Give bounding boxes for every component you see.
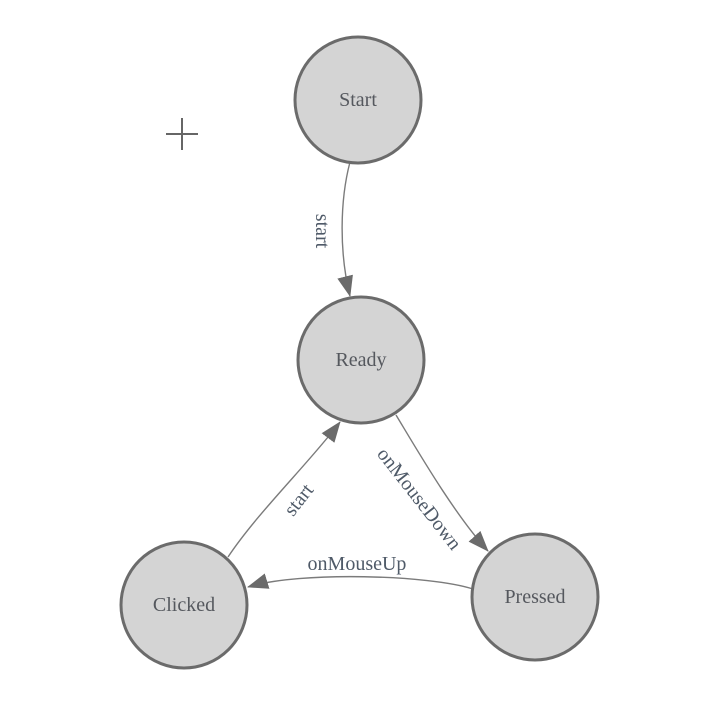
state-label-start: Start <box>339 89 377 111</box>
state-label-clicked: Clicked <box>153 594 215 616</box>
transition-edge-ready-to-pressed[interactable] <box>395 414 489 552</box>
state-circle-start[interactable] <box>293 35 423 165</box>
state-label-pressed: Pressed <box>504 586 565 608</box>
state-node-pressed[interactable]: Pressed <box>470 532 600 662</box>
transition-label-start-to-ready: start <box>311 214 333 249</box>
transition-edge-start-to-ready[interactable] <box>337 161 353 297</box>
transition-edge-pressed-to-clicked[interactable] <box>247 573 474 590</box>
state-label-ready: Ready <box>335 349 386 371</box>
state-node-ready[interactable]: Ready <box>296 295 426 425</box>
overlay-layer <box>166 118 198 150</box>
state-circle-clicked[interactable] <box>119 540 249 670</box>
crosshair-cursor <box>166 118 198 150</box>
transition-edge-clicked-to-ready[interactable] <box>227 421 341 558</box>
transition-label-pressed-to-clicked: onMouseUp <box>308 553 407 575</box>
state-node-clicked[interactable]: Clicked <box>119 540 249 670</box>
state-circle-ready[interactable] <box>296 295 426 425</box>
state-node-start[interactable]: Start <box>293 35 423 165</box>
state-circle-pressed[interactable] <box>470 532 600 662</box>
transition-label-ready-to-pressed: onMouseDown <box>372 444 465 555</box>
